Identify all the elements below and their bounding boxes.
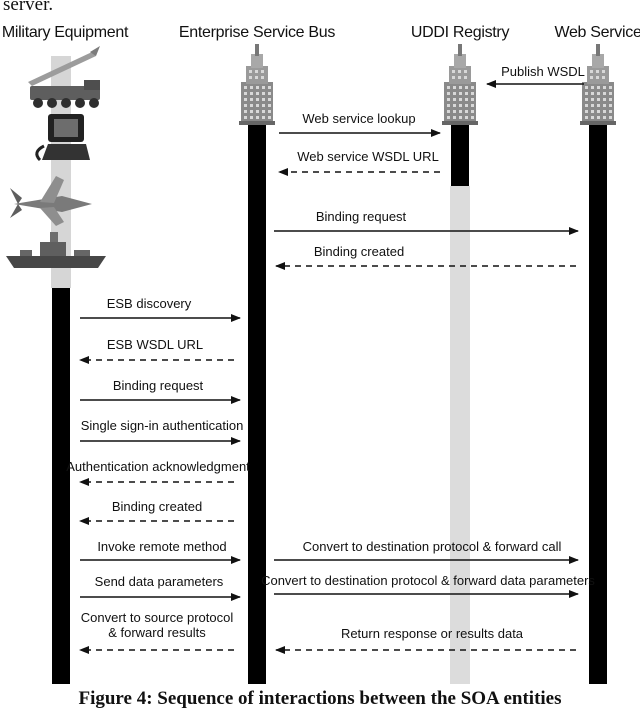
message-arrow-11: Binding created [79, 499, 234, 525]
participant-uddi-registry: UDDI Registry [410, 24, 510, 41]
web-service-server-icon [580, 44, 616, 125]
message-arrow-5: Binding created [275, 244, 576, 270]
message-label-7: ESB WSDL URL [107, 337, 203, 352]
figure-caption: Figure 4: Sequence of interactions betwe… [78, 688, 562, 709]
message-label-16: Convert to source protocol& forward resu… [81, 610, 234, 640]
lifeline-uddi-inactive [450, 186, 470, 684]
message-label-13: Convert to destination protocol & forwar… [303, 539, 562, 554]
message-arrow-1: Publish WSDL [486, 62, 585, 88]
message-label-12: Invoke remote method [97, 539, 226, 554]
lifeline-military-active [52, 288, 70, 684]
message-arrow-17: Return response or results data [275, 626, 576, 654]
lifeline-web-service [589, 120, 607, 684]
missile-launcher-icon [28, 46, 100, 108]
lifeline-esb [248, 120, 266, 684]
message-arrow-13: Convert to destination protocol & forwar… [274, 539, 579, 564]
rugged-laptop-icon [35, 114, 90, 162]
message-arrow-12: Invoke remote method [80, 539, 241, 564]
message-label-3: Web service WSDL URL [297, 149, 439, 164]
message-label-17: Return response or results data [341, 626, 524, 641]
message-label-14: Send data parameters [95, 574, 224, 589]
fighter-jet-icon [10, 176, 92, 226]
esb-server-icon [239, 44, 275, 125]
message-label-11: Binding created [112, 499, 202, 514]
message-label-15: Convert to destination protocol & forwar… [261, 573, 595, 588]
message-arrow-7: ESB WSDL URL [79, 337, 234, 364]
message-arrow-14: Send data parameters [80, 574, 241, 601]
message-arrow-9: Single sign-in authentication [80, 418, 244, 445]
message-arrow-10: Authentication acknowledgment [66, 459, 250, 486]
message-label-6: ESB discovery [107, 296, 192, 311]
message-label-5: Binding created [314, 244, 404, 259]
uddi-server-icon [442, 44, 478, 125]
lead-text: server. [3, 0, 54, 15]
participant-enterprise-service-bus: Enterprise Service Bus [178, 24, 336, 41]
message-arrow-8: Binding request [80, 378, 241, 404]
message-label-1: Publish WSDL [501, 64, 585, 79]
message-label-8: Binding request [113, 378, 204, 393]
message-label-9: Single sign-in authentication [81, 418, 244, 433]
lifeline-uddi-active [451, 120, 469, 186]
message-arrow-6: ESB discovery [80, 296, 241, 322]
message-arrow-16: Convert to source protocol& forward resu… [79, 610, 234, 654]
participant-military-equipment: Military Equipment [1, 24, 129, 41]
message-label-2: Web service lookup [302, 111, 415, 126]
message-arrow-2: Web service lookup [279, 111, 441, 137]
message-label-4: Binding request [316, 209, 407, 224]
message-arrow-3: Web service WSDL URL [278, 149, 440, 176]
message-label-10: Authentication acknowledgment [66, 459, 250, 474]
message-arrow-4: Binding request [274, 209, 579, 235]
message-arrow-15: Convert to destination protocol & forwar… [261, 573, 595, 598]
participant-web-service: Web Service [554, 24, 640, 41]
warship-icon [6, 232, 106, 268]
